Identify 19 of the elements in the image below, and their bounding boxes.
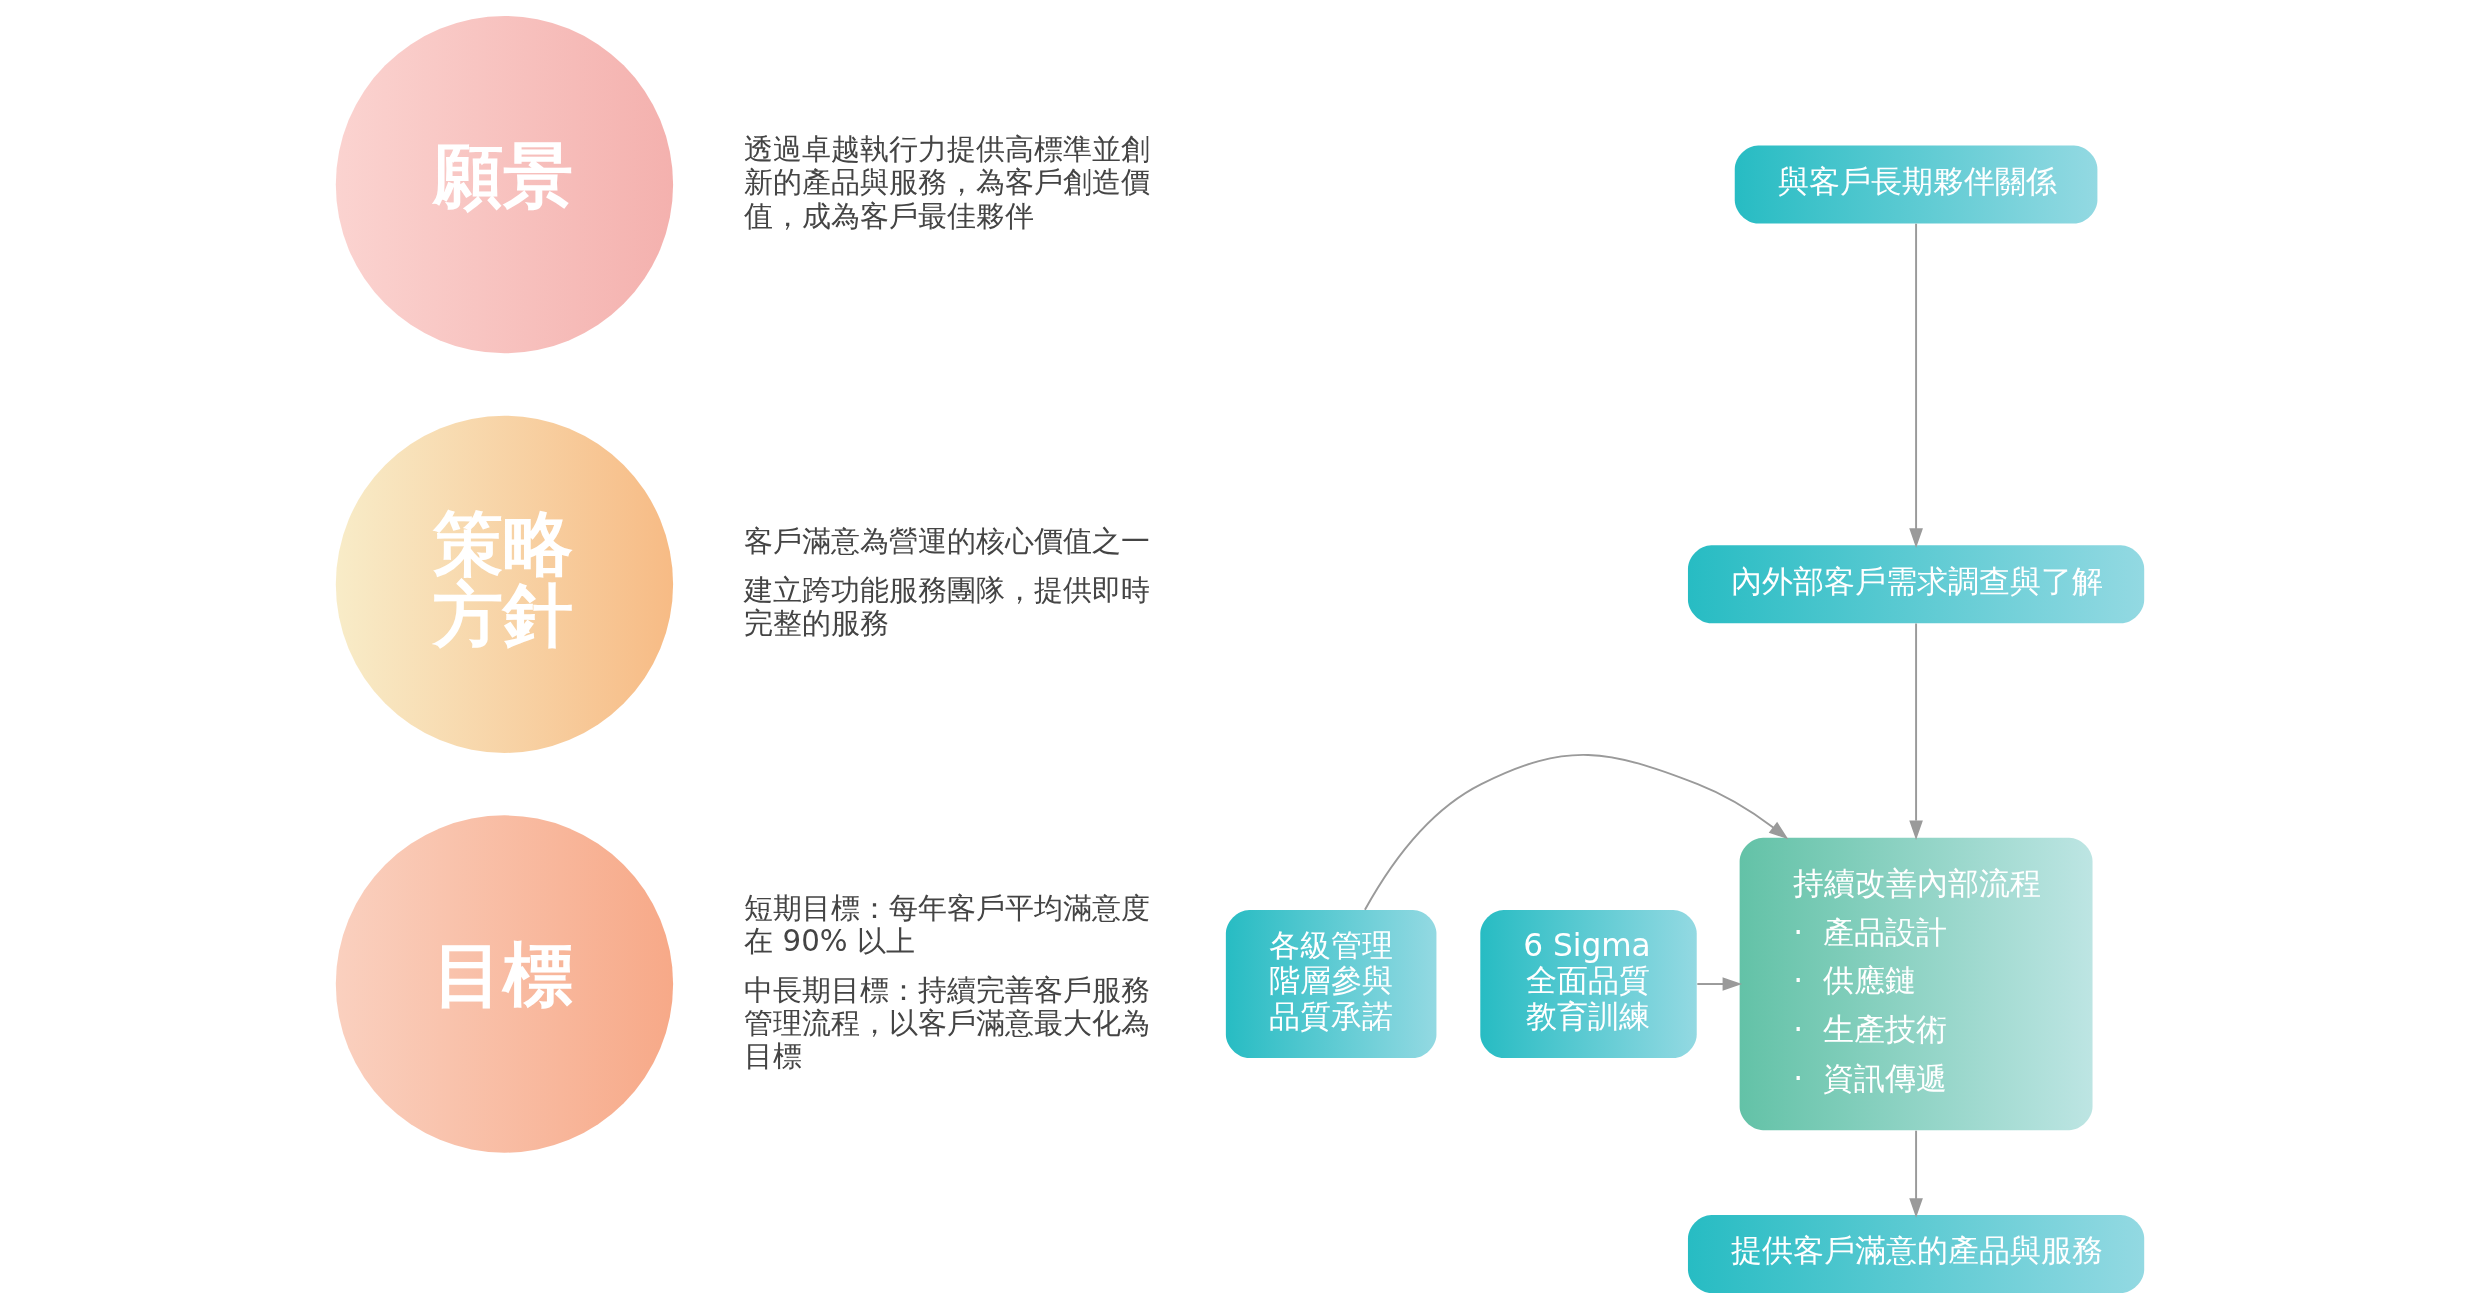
node-box: 各級管理階層參與品質承諾 <box>1225 909 1437 1059</box>
node-box: 持續改善內部流程 · 產品設計 · 供應鏈 · 生產技術 · 資訊傳遞 <box>1739 837 2093 1131</box>
node-label: 建立跨功能服務團隊，提供即時完整的服務 <box>744 572 1151 641</box>
arrow <box>1696 977 1743 991</box>
node-box: 與客戶長期夥伴關係 <box>1734 145 2098 224</box>
node-circle: 策略方針 <box>335 415 674 753</box>
node-box: 6 Sigma 全面品質教育訓練 <box>1480 909 1697 1059</box>
arrow <box>1909 222 1923 548</box>
node-label: 透過卓越執行力提供高標準並創新的產品與服務，為客戶創造價值，成為客戶最佳夥伴 <box>744 132 1151 233</box>
arrow <box>1909 1129 1923 1218</box>
node-label: 中長期目標：持續完善客戶服務管理流程，以客戶滿意最大化為目標 <box>744 972 1151 1073</box>
node-box: 內外部客戶需求調查與了解 <box>1687 545 2145 624</box>
node-circle: 願景 <box>335 15 674 354</box>
node-circle: 目標 <box>335 815 674 1153</box>
arrow <box>1909 622 1923 840</box>
node-label: 短期目標：每年客戶平均滿意度在 90% 以上 <box>744 890 1151 958</box>
arrow <box>1363 754 1789 911</box>
node-box: 提供客戶滿意的產品與服務 <box>1687 1215 2145 1294</box>
node-label: 客戶滿意為營運的核心價值之一 <box>744 524 1151 559</box>
